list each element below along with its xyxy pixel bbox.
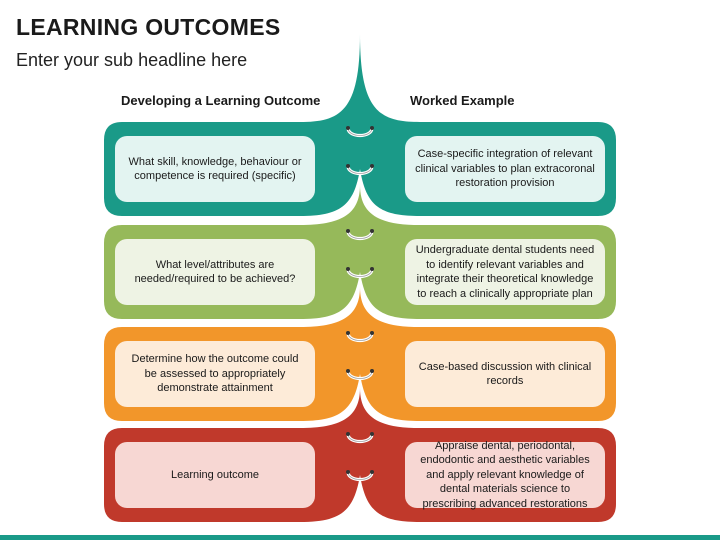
- binding-ring: [346, 229, 374, 241]
- left-text-box: Learning outcome: [115, 442, 315, 508]
- right-text-box: Undergraduate dental students need to id…: [405, 239, 605, 305]
- binding-ring: [346, 470, 374, 482]
- left-column-heading: Developing a Learning Outcome: [121, 93, 321, 108]
- binding-ring: [346, 267, 374, 279]
- footer-line: [0, 535, 720, 540]
- binding-ring: [346, 331, 374, 343]
- right-column-heading: Worked Example: [410, 93, 515, 108]
- page-subtitle: Enter your sub headline here: [16, 50, 248, 70]
- binding-ring: [346, 126, 374, 138]
- left-text-box: What skill, knowledge, behaviour or comp…: [115, 136, 315, 202]
- page-title: LEARNING OUTCOMES: [16, 14, 281, 40]
- binding-ring: [346, 432, 374, 444]
- binding-ring: [346, 369, 374, 381]
- binding-ring: [346, 164, 374, 176]
- right-text-box: Case-based discussion with clinical reco…: [405, 341, 605, 407]
- left-text-box: Determine how the outcome could be asses…: [115, 341, 315, 407]
- right-text-box: Case-specific integration of relevant cl…: [405, 136, 605, 202]
- left-text-box: What level/attributes are needed/require…: [115, 239, 315, 305]
- right-text-box: Appraise dental, periodontal, endodontic…: [405, 440, 605, 510]
